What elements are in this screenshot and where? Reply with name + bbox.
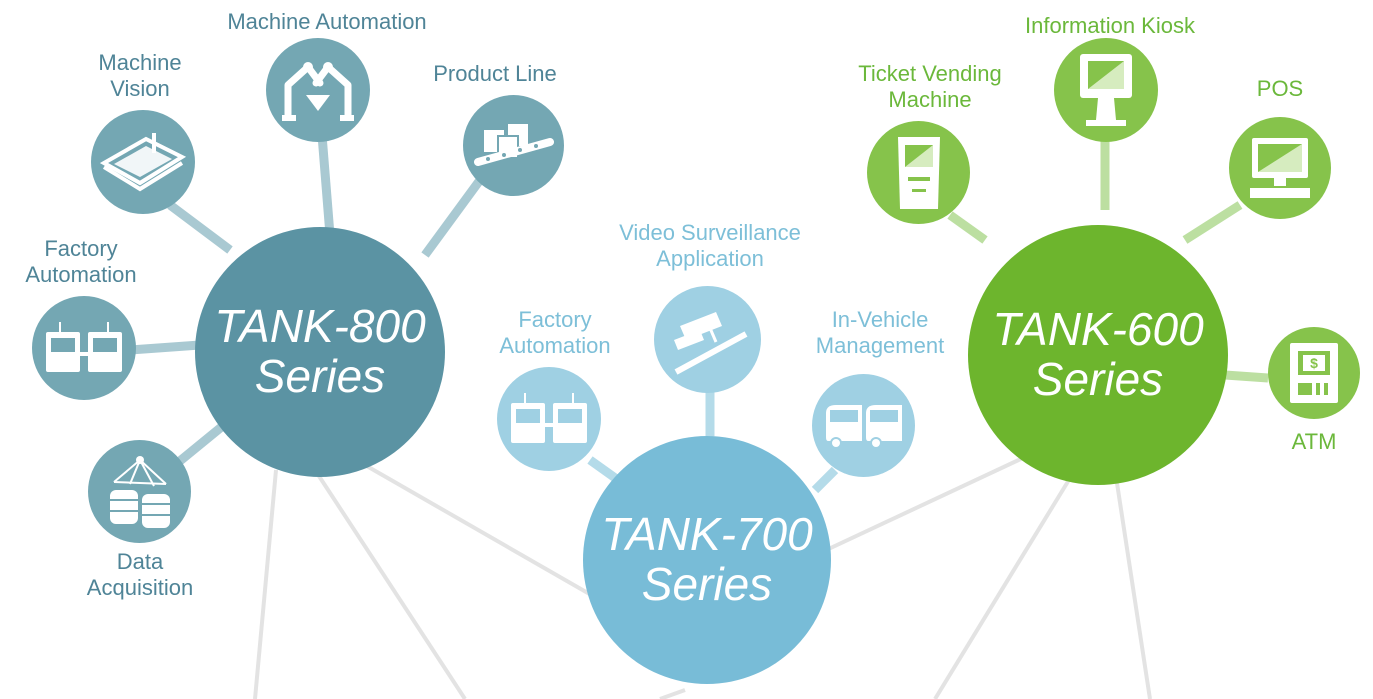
label-in-vehicle: In-Vehicle Management xyxy=(795,307,965,359)
node-atm[interactable]: $ xyxy=(1268,327,1360,419)
label-data-acquisition: Data Acquisition xyxy=(55,549,225,601)
label-factory-automation-800: Factory Automation xyxy=(0,236,166,288)
cctv-camera-icon xyxy=(673,311,747,375)
node-information-kiosk[interactable] xyxy=(1054,38,1158,142)
node-machine-automation[interactable] xyxy=(266,38,370,142)
node-video-surveillance[interactable] xyxy=(654,286,761,393)
node-data-acquisition[interactable] xyxy=(88,440,191,543)
base-lines xyxy=(253,448,1152,699)
tank600-links xyxy=(947,140,1269,383)
tank600-title: TANK-600 xyxy=(992,303,1204,356)
tank700-subtitle: Series xyxy=(641,558,773,610)
tank800-subtitle: Series xyxy=(254,350,386,402)
tank600-subtitle: Series xyxy=(1032,353,1164,405)
factory-machines-icon xyxy=(46,322,122,372)
pos-terminal-icon xyxy=(1250,138,1310,198)
database-network-icon xyxy=(109,455,170,528)
factory-machines-icon xyxy=(511,393,587,443)
robot-arm-icon xyxy=(282,62,354,121)
node-factory-automation-800[interactable] xyxy=(32,296,136,400)
label-video-surveillance-line2: Application xyxy=(656,246,764,271)
label-atm: ATM xyxy=(1291,429,1337,454)
label-ticket-vending-line1: Ticket Vending xyxy=(858,61,1002,86)
atm-icon: $ xyxy=(1290,343,1338,403)
label-factory-automation-800-line1: Factory xyxy=(44,236,118,261)
label-machine-automation: Machine Automation xyxy=(227,9,427,34)
label-machine-vision-line1: Machine xyxy=(98,50,182,75)
conveyor-boxes-icon xyxy=(473,123,554,166)
node-product-line[interactable] xyxy=(463,95,564,196)
label-in-vehicle-line1: In-Vehicle xyxy=(831,307,929,332)
label-information-kiosk: Information Kiosk xyxy=(1025,13,1195,38)
label-factory-automation-800-line2: Automation xyxy=(25,262,137,287)
node-in-vehicle[interactable] xyxy=(812,374,915,477)
tank700-title: TANK-700 xyxy=(601,508,813,561)
label-factory-automation-700-line1: Factory xyxy=(518,307,592,332)
label-factory-automation-700: Factory Automation xyxy=(480,307,630,359)
label-machine-vision: Machine Vision xyxy=(60,50,220,102)
label-data-acquisition-line1: Data xyxy=(116,549,164,574)
label-product-line: Product Line xyxy=(433,61,557,86)
atm-dollar-sign: $ xyxy=(1310,355,1318,371)
machine-vision-icon xyxy=(100,133,186,192)
ticket-machine-icon xyxy=(897,136,940,209)
tank600-hub[interactable]: TANK-600 Series xyxy=(968,225,1228,485)
label-video-surveillance: Video Surveillance Application xyxy=(570,220,850,272)
kiosk-icon xyxy=(1080,54,1132,126)
node-machine-vision[interactable] xyxy=(91,110,195,214)
label-ticket-vending: Ticket Vending Machine xyxy=(815,61,1045,113)
label-machine-vision-line2: Vision xyxy=(110,76,170,101)
label-data-acquisition-line2: Acquisition xyxy=(86,575,194,600)
tank800-title: TANK-800 xyxy=(214,300,426,353)
label-ticket-vending-line2: Machine xyxy=(888,87,972,112)
label-video-surveillance-line1: Video Surveillance xyxy=(619,220,801,245)
bus-icon xyxy=(825,404,902,449)
label-in-vehicle-line2: Management xyxy=(815,333,945,358)
label-pos: POS xyxy=(1256,76,1304,101)
label-factory-automation-700-line2: Automation xyxy=(499,333,611,358)
node-ticket-vending[interactable] xyxy=(867,121,970,224)
tank700-hub[interactable]: TANK-700 Series xyxy=(583,436,831,684)
node-pos[interactable] xyxy=(1229,117,1331,219)
node-factory-automation-700[interactable] xyxy=(497,367,601,471)
tank800-hub[interactable]: TANK-800 Series xyxy=(195,227,445,477)
